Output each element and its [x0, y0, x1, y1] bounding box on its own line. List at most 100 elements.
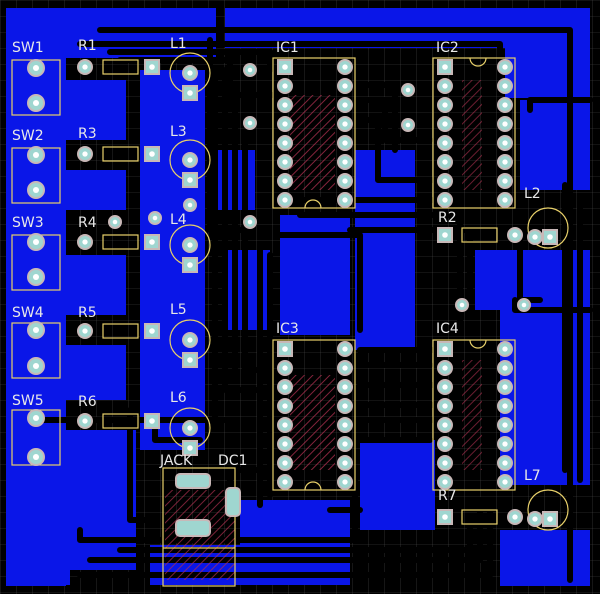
resistor-pad-hole — [512, 232, 518, 238]
resistor-pad-hole — [149, 239, 155, 245]
ic-pin-hole — [442, 64, 448, 70]
ic-notches — [304, 57, 487, 491]
led-pad-hole — [187, 445, 193, 451]
label-l4: L4 — [170, 212, 187, 228]
copper-traces — [41, 27, 593, 583]
led-pad-hole — [187, 157, 193, 163]
via-hole — [247, 219, 253, 225]
ic-pin-hole — [502, 479, 508, 485]
switch-pad-hole — [32, 362, 40, 370]
ic-pin-hole — [502, 384, 508, 390]
ic-pin-hole — [282, 83, 288, 89]
label-l6: L6 — [170, 390, 187, 406]
switch-pad-hole — [32, 326, 40, 334]
label-l2: L2 — [524, 186, 541, 202]
resistor-pad-hole — [149, 64, 155, 70]
resistor-pad-hole — [82, 328, 88, 334]
ic-pin-hole — [442, 102, 448, 108]
ic-pin-hole — [282, 64, 288, 70]
resistor-pad-hole — [82, 151, 88, 157]
switch-pad-hole — [32, 273, 40, 281]
label-l1: L1 — [170, 36, 187, 52]
ic-pin-hole — [502, 140, 508, 146]
led-pad-hole — [532, 516, 538, 522]
ic-pin-hole — [502, 460, 508, 466]
ic-pin-hole — [282, 403, 288, 409]
ic-pin-hole — [342, 479, 348, 485]
led-pad-hole — [187, 90, 193, 96]
via-hole — [459, 302, 465, 308]
label-ic4: IC4 — [436, 321, 459, 337]
ic-pin-hole — [502, 441, 508, 447]
ic-pin-hole — [502, 83, 508, 89]
component-pads — [27, 59, 558, 527]
ic-pin-hole — [502, 64, 508, 70]
ic-pin-hole — [282, 140, 288, 146]
ic-pin-hole — [282, 384, 288, 390]
via-hole — [152, 215, 158, 221]
label-sw1: SW1 — [12, 40, 44, 56]
switch-pad-hole — [32, 99, 40, 107]
ic-pin-hole — [342, 83, 348, 89]
led-pad-hole — [187, 425, 193, 431]
resistor-pad-hole — [82, 418, 88, 424]
dc-jack-pads — [175, 473, 241, 537]
ic-pin-hole — [502, 102, 508, 108]
ic-pin-hole — [342, 102, 348, 108]
led-pad-hole — [187, 242, 193, 248]
resistor-pad-hole — [512, 514, 518, 520]
ic-pin-hole — [502, 422, 508, 428]
ic-pin-hole — [282, 422, 288, 428]
resistor-pad-hole — [149, 151, 155, 157]
label-r3: R3 — [78, 126, 97, 142]
ic-pin-hole — [342, 365, 348, 371]
switch-pad-hole — [32, 238, 40, 246]
label-r2: R2 — [438, 210, 457, 226]
switch-pad-hole — [32, 151, 40, 159]
led-outlines — [169, 52, 569, 531]
ic-pin-hole — [442, 479, 448, 485]
led-pad-hole — [187, 337, 193, 343]
label-r1: R1 — [78, 38, 97, 54]
resistor-pad-hole — [82, 64, 88, 70]
label-l3: L3 — [170, 124, 187, 140]
via-hole — [187, 202, 193, 208]
label-ic1: IC1 — [276, 40, 299, 56]
silkscreen — [11, 57, 516, 587]
switch-pad-hole — [32, 453, 40, 461]
label-sw3: SW3 — [12, 215, 44, 231]
led-pad-hole — [532, 234, 538, 240]
ic-pin-hole — [282, 159, 288, 165]
ic-pin-hole — [342, 178, 348, 184]
led-pad-hole — [187, 177, 193, 183]
ic-pin-hole — [502, 365, 508, 371]
ic-pin-hole — [282, 102, 288, 108]
resistor-pad-hole — [149, 418, 155, 424]
ic-pin-hole — [342, 384, 348, 390]
led-pad-hole — [187, 262, 193, 268]
via-hole — [405, 87, 411, 93]
ic-pin-hole — [442, 422, 448, 428]
label-ic2: IC2 — [436, 40, 459, 56]
resistor-pad-hole — [442, 514, 448, 520]
label-r6: R6 — [78, 394, 97, 410]
ic-pin-hole — [442, 140, 448, 146]
ic-pin-hole — [342, 422, 348, 428]
ic-pin-hole — [502, 197, 508, 203]
ic-pin-hole — [282, 441, 288, 447]
resistor-pad-hole — [442, 232, 448, 238]
label-sw4: SW4 — [12, 305, 44, 321]
led-pad-hole — [187, 357, 193, 363]
ic-pin-hole — [442, 159, 448, 165]
ic-pin-hole — [502, 403, 508, 409]
label-r5: R5 — [78, 305, 97, 321]
ic-pin-hole — [282, 121, 288, 127]
switch-pad-hole — [32, 64, 40, 72]
ic-pin-hole — [342, 121, 348, 127]
ic-pin-hole — [342, 460, 348, 466]
label-jack: JACK — [159, 453, 193, 469]
label-r4: R4 — [78, 215, 97, 231]
ic-pin-hole — [282, 197, 288, 203]
ic-pin-hole — [342, 64, 348, 70]
led-pad-hole — [547, 516, 553, 522]
